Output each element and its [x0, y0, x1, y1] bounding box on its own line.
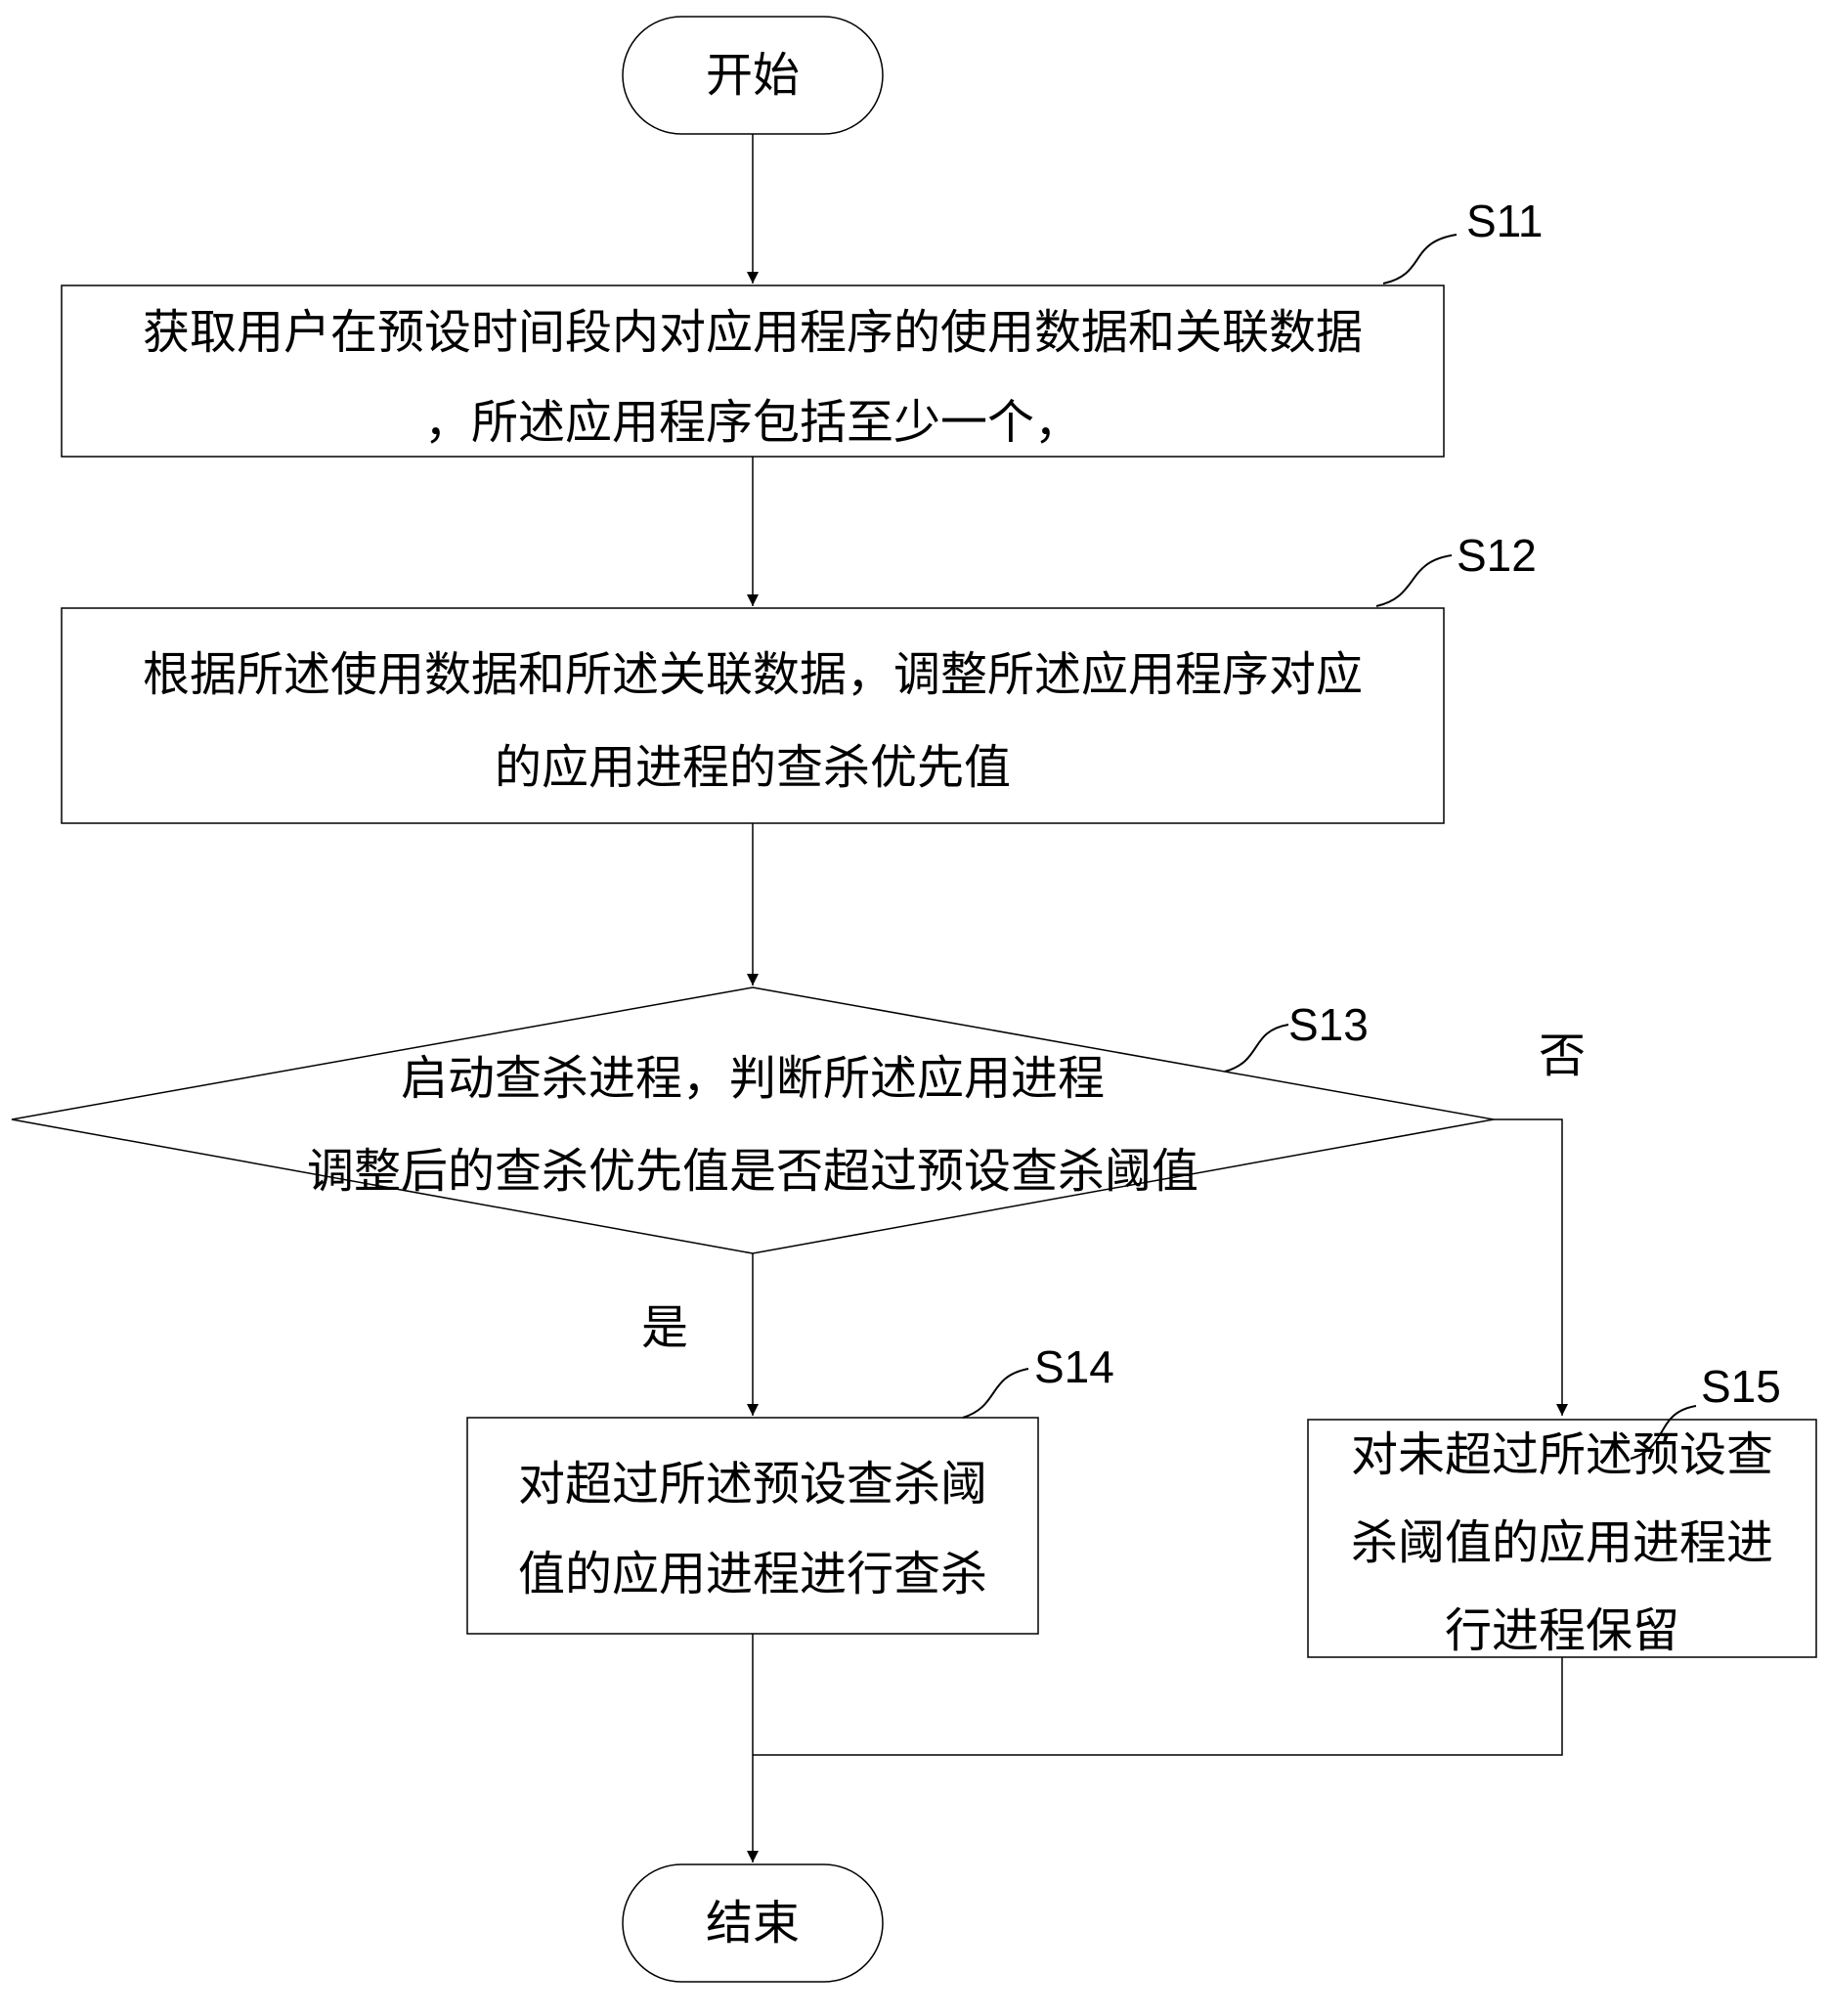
s14-step-label: S14	[1034, 1341, 1114, 1392]
process-s15: 对未超过所述预设查 杀阈值的应用进程进 行进程保留 S15	[1307, 1361, 1817, 1658]
s15-line-3: 行进程保留	[1445, 1603, 1679, 1658]
s15-leader	[1630, 1405, 1697, 1460]
s14-leader	[962, 1368, 1029, 1419]
s15-step-label: S15	[1701, 1361, 1781, 1412]
line-s15-merge	[753, 1657, 1563, 1756]
s14-line-2: 值的应用进程进行查杀	[518, 1547, 987, 1601]
s13-line-1: 启动查杀进程，判断所述应用进程	[401, 1051, 1105, 1106]
start-label: 开始	[706, 48, 800, 103]
s11-line-2: ，所述应用程序包括至少一个，	[424, 395, 1081, 450]
connectors	[747, 134, 1568, 1863]
arrow-s13-no-to-s15	[1494, 1118, 1568, 1416]
s11-line-1: 获取用户在预设时间段内对应用程序的使用数据和关联数据	[143, 305, 1363, 360]
start-terminal: 开始	[622, 16, 884, 135]
end-label: 结束	[706, 1896, 800, 1950]
s11-leader	[1382, 234, 1458, 285]
process-s11: 获取用户在预设时间段内对应用程序的使用数据和关联数据 ，所述应用程序包括至少一个…	[61, 196, 1543, 458]
s12-leader	[1375, 554, 1453, 607]
s12-line-2: 的应用进程的查杀优先值	[495, 740, 1011, 795]
s13-leader	[1224, 1024, 1289, 1073]
s13-line-2: 调整后的查杀优先值是否超过预设查杀阈值	[307, 1144, 1198, 1199]
s15-line-1: 对未超过所述预设查	[1351, 1427, 1773, 1482]
s11-step-label: S11	[1466, 196, 1543, 246]
decision-s13: 启动查杀进程，判断所述应用进程 调整后的查杀优先值是否超过预设查杀阈值 S13	[11, 986, 1495, 1254]
s13-step-label: S13	[1288, 999, 1369, 1050]
process-s14: 对超过所述预设查杀阈 值的应用进程进行查杀 S14	[466, 1341, 1114, 1635]
s12-step-label: S12	[1457, 530, 1537, 581]
s15-line-2: 杀阈值的应用进程进	[1351, 1515, 1773, 1570]
branch-no-label: 否	[1539, 1029, 1586, 1083]
process-s12: 根据所述使用数据和所述关联数据，调整所述应用程序对应 的应用进程的查杀优先值 S…	[61, 530, 1537, 824]
end-terminal: 结束	[622, 1863, 884, 1983]
branch-yes-label: 是	[641, 1300, 688, 1355]
s14-line-1: 对超过所述预设查杀阈	[518, 1457, 987, 1512]
s12-line-1: 根据所述使用数据和所述关联数据，调整所述应用程序对应	[143, 647, 1363, 702]
